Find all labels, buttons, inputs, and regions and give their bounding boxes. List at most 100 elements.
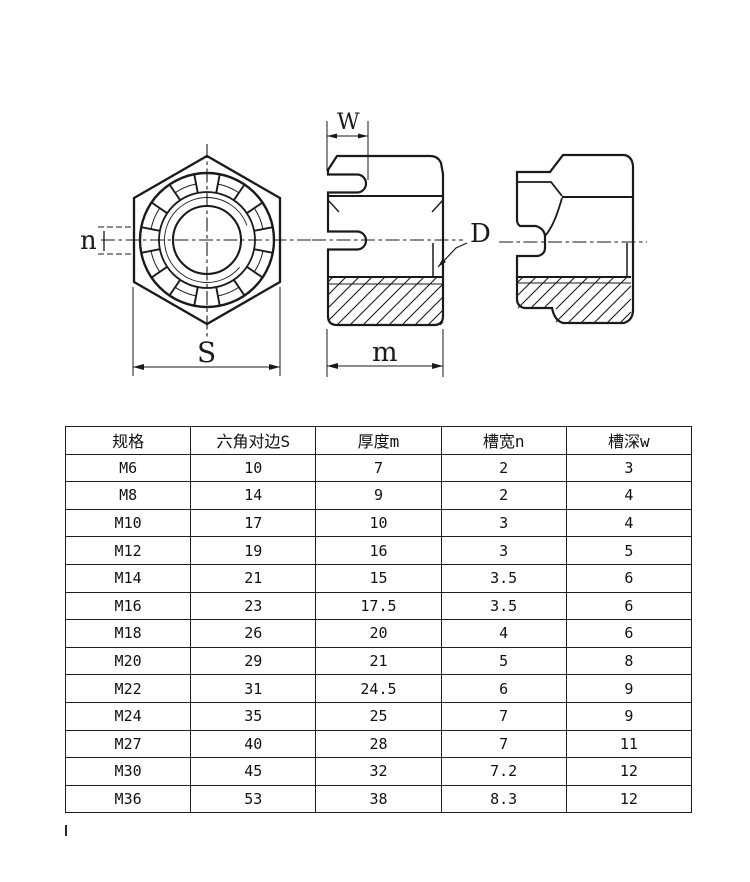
table-cell: 5 <box>565 536 693 565</box>
table-cell: 10 <box>190 453 317 483</box>
table-cell: 4 <box>565 481 693 510</box>
thread-circle <box>164 197 250 283</box>
slot-bottom-circle <box>158 191 256 289</box>
section-view <box>312 154 463 327</box>
s-extension-lines <box>132 287 281 376</box>
table-cell: M30 <box>64 757 192 786</box>
n-label: n <box>80 226 97 256</box>
table-cell: 5 <box>440 646 567 676</box>
table-left-edge-tick <box>65 825 67 836</box>
section-chamfer-facets <box>327 199 444 213</box>
table-cell: 17.5 <box>315 591 442 621</box>
table-cell: 7 <box>315 453 442 483</box>
m-extension-lines <box>326 329 444 377</box>
table-cell: 20 <box>315 619 442 648</box>
table-cell: 6 <box>565 591 693 621</box>
table-cell: 12 <box>565 757 693 786</box>
table-cell: 14 <box>190 481 317 510</box>
header-cell: 厚度m <box>315 426 442 455</box>
front-centerlines <box>101 144 314 338</box>
side-crown-slot <box>517 181 563 197</box>
table-cell: 2 <box>440 453 567 483</box>
dimension-s: S <box>132 287 281 376</box>
table-cell: 4 <box>440 619 567 648</box>
table-cell: 9 <box>565 701 693 731</box>
side-view <box>499 153 647 325</box>
table-cell: 29 <box>190 646 317 676</box>
w-extension-lines <box>326 121 369 180</box>
table-cell: 2 <box>440 481 567 510</box>
table-cell: M22 <box>64 674 192 703</box>
table-cell: 53 <box>190 784 317 814</box>
label-d: D <box>437 219 491 268</box>
table-cell: 6 <box>565 619 693 648</box>
table-cell: 24.5 <box>315 674 442 703</box>
side-crown-boundary <box>544 197 563 237</box>
table-cell: 21 <box>315 646 442 676</box>
table-cell: 6 <box>565 563 693 593</box>
table-cell: M20 <box>64 646 192 676</box>
dimension-m: m <box>326 329 444 377</box>
table-cell: 45 <box>190 757 317 786</box>
table-cell: M8 <box>64 481 192 510</box>
table-cell: 3.5 <box>440 563 567 593</box>
crown-outer-circle <box>138 171 276 309</box>
table-cell: M10 <box>64 508 192 538</box>
table-cell: 7 <box>440 729 567 759</box>
d-leader-arrow <box>438 258 446 267</box>
table-cell: M24 <box>64 701 192 731</box>
table-cell: 19 <box>190 536 317 565</box>
table-cell: M27 <box>64 729 192 759</box>
table-cell: 16 <box>315 536 442 565</box>
section-outline <box>326 154 445 327</box>
table-cell: 3 <box>565 453 693 483</box>
table-cell: 3.5 <box>440 591 567 621</box>
table-cell: 3 <box>440 536 567 565</box>
w-label: W <box>337 110 360 135</box>
table-cell: M18 <box>64 619 192 648</box>
hexagon-outline <box>132 154 282 326</box>
section-hatch <box>327 276 444 326</box>
table-cell: 23 <box>190 591 317 621</box>
table-cell: M16 <box>64 591 192 621</box>
table-cell: 25 <box>315 701 442 731</box>
side-outline <box>515 153 635 325</box>
dimension-w: W <box>326 110 369 180</box>
table-cell: 40 <box>190 729 317 759</box>
m-label: m <box>372 337 398 368</box>
table-cell: 12 <box>565 784 693 814</box>
s-label: S <box>197 336 216 369</box>
header-cell: 六角对边S <box>190 426 317 455</box>
bore-circle <box>171 204 243 276</box>
header-cell: 规格 <box>64 426 192 455</box>
table-cell: M6 <box>64 453 192 483</box>
table-cell: 8 <box>565 646 693 676</box>
table-cell: 7 <box>440 701 567 731</box>
n-extension-lines <box>98 226 134 255</box>
table-cell: 32 <box>315 757 442 786</box>
header-cell: 槽宽n <box>440 426 567 455</box>
w-arrows <box>327 133 368 139</box>
table-cell: 8.3 <box>440 784 567 814</box>
table-cell: 10 <box>315 508 442 538</box>
technical-drawing: n S <box>80 110 647 377</box>
table-cell: 21 <box>190 563 317 593</box>
table-cell: M36 <box>64 784 192 814</box>
table-cell: 4 <box>565 508 693 538</box>
